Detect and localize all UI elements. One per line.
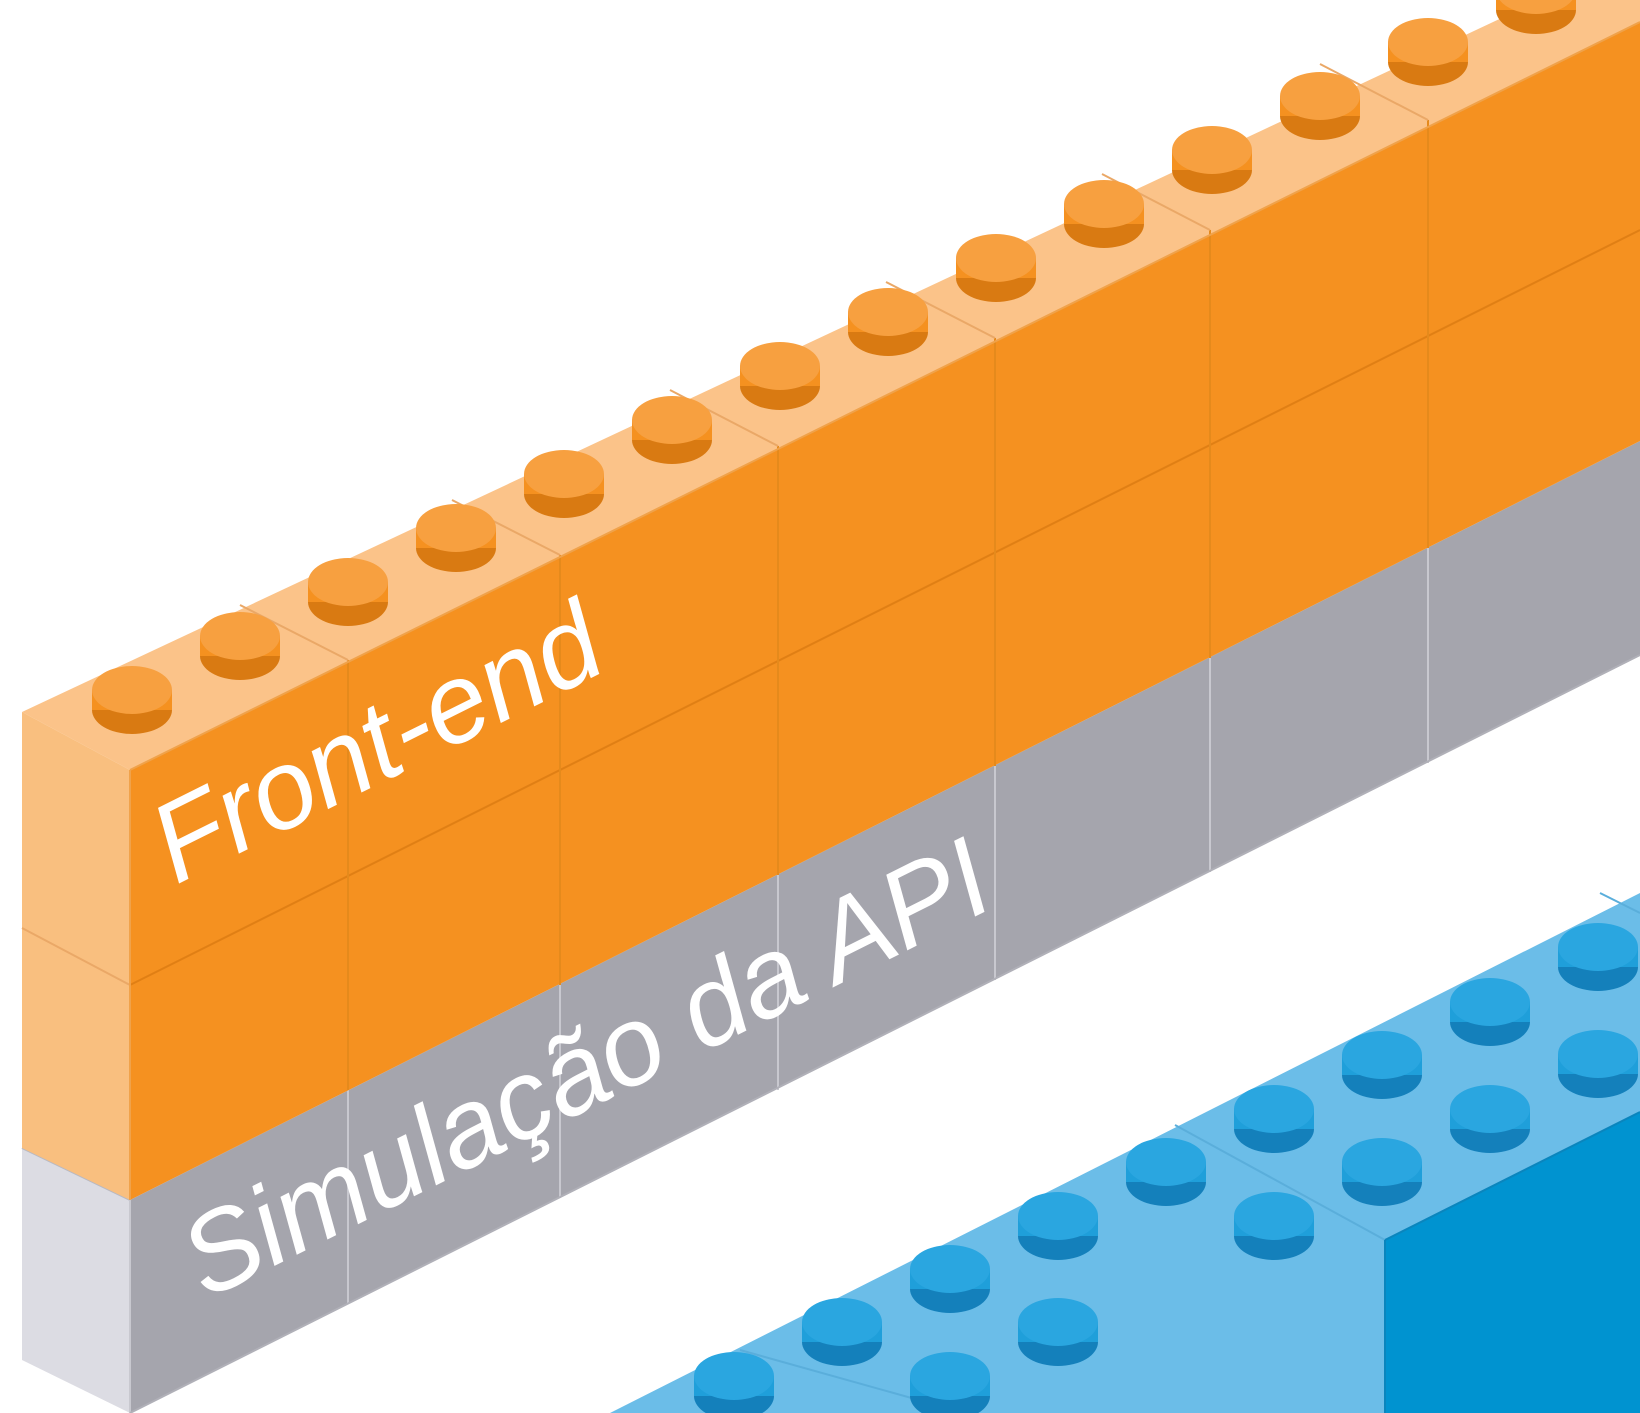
blue-studs [694,923,1638,1413]
orange-top-face [22,0,1640,770]
gray-side-face [22,1148,130,1413]
orange-front-face [130,22,1640,1200]
api-simulation-bricks [21,441,1640,1413]
front-end-bricks [21,0,1640,1200]
blue-top-face [610,893,1640,1413]
orange-studs [92,0,1576,734]
blue-base-bricks [610,892,1640,1413]
blue-front-face [1385,1112,1640,1413]
gray-front-face [130,441,1640,1413]
